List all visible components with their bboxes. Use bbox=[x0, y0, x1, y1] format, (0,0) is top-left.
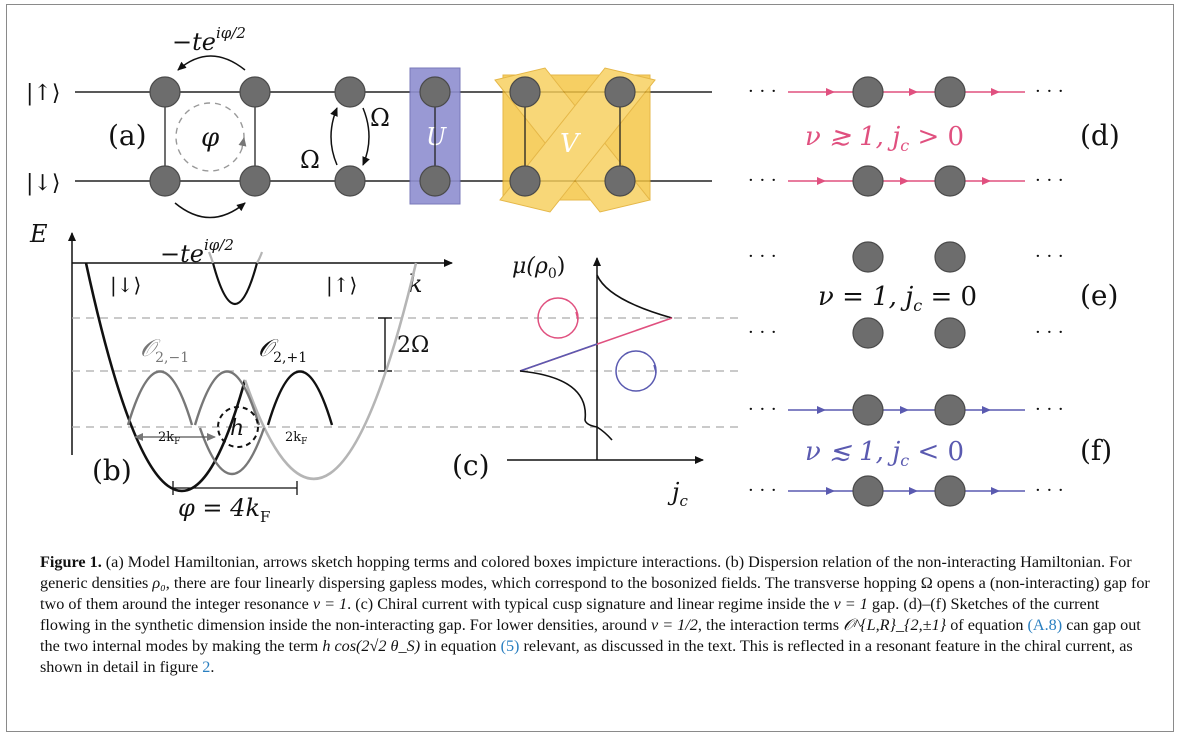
equation-link-a8[interactable]: (A.8) bbox=[1027, 616, 1063, 634]
svg-text:· · ·: · · · bbox=[1035, 246, 1064, 267]
svg-text:· · ·: · · · bbox=[748, 170, 777, 191]
op-right-arc bbox=[266, 370, 334, 426]
site-node bbox=[334, 165, 366, 197]
panel-d: · · · · · · · · · · · · ν ≳ 1, jc > 0 (d… bbox=[748, 76, 1120, 197]
hop-bottom-arrow bbox=[174, 202, 246, 219]
kf-left-label: 2kF bbox=[158, 430, 180, 447]
box-u-label: U bbox=[426, 123, 447, 151]
flux-arrow bbox=[238, 137, 247, 149]
svg-text:· · ·: · · · bbox=[1035, 170, 1064, 191]
panel-f-text: ν ≲ 1, jc < 0 bbox=[805, 437, 964, 470]
site-node bbox=[149, 165, 181, 197]
hop-top-label: −teiφ/2 bbox=[172, 24, 246, 56]
state-up-label: |↑⟩ bbox=[26, 81, 60, 106]
current-curve-lower bbox=[519, 370, 598, 428]
panel-d-label: (d) bbox=[1080, 119, 1120, 152]
panel-f-label: (f) bbox=[1080, 434, 1112, 467]
band-down-label: |↓⟩ bbox=[110, 273, 141, 298]
panel-e-label: (e) bbox=[1080, 279, 1118, 312]
axis-mu-label: μ(ρ0) bbox=[512, 254, 565, 282]
site-node bbox=[934, 241, 966, 273]
site-node bbox=[334, 76, 366, 108]
op-right-label: 𝒪2,+1 bbox=[258, 334, 307, 366]
svg-text:· · ·: · · · bbox=[748, 399, 777, 420]
site-node bbox=[934, 165, 966, 197]
kf-right-label: 2kF bbox=[285, 430, 307, 447]
site-node bbox=[852, 165, 884, 197]
site-node bbox=[934, 475, 966, 507]
svg-text:· · ·: · · · bbox=[1035, 322, 1064, 343]
site-node bbox=[604, 165, 636, 197]
omega-right-arrow bbox=[362, 107, 370, 166]
panel-e-text: ν = 1, jc = 0 bbox=[818, 282, 977, 315]
panel-b-label: (b) bbox=[92, 454, 132, 487]
panel-c-label: (c) bbox=[452, 449, 490, 482]
band-up-grey bbox=[243, 262, 418, 481]
panel-c: μ(ρ0) jc (c) bbox=[452, 254, 704, 510]
svg-text:· · ·: · · · bbox=[1035, 81, 1064, 102]
hole-label: h bbox=[230, 416, 244, 441]
site-node bbox=[852, 76, 884, 108]
panel-f: · · · · · · · · · · · · ν ≲ 1, jc < 0 (f… bbox=[748, 394, 1112, 507]
svg-text:· · ·: · · · bbox=[748, 322, 777, 343]
svg-text:· · ·: · · · bbox=[748, 480, 777, 501]
panel-d-text: ν ≳ 1, jc > 0 bbox=[805, 122, 964, 155]
op-left-label: 𝒪2,−1 bbox=[140, 334, 189, 366]
op-left-arc bbox=[126, 370, 194, 426]
figure-link-2[interactable]: 2 bbox=[202, 658, 211, 676]
site-node bbox=[149, 76, 181, 108]
equation-link-5[interactable]: (5) bbox=[500, 637, 520, 655]
site-node bbox=[509, 165, 541, 197]
panel-e: · · · · · · · · · · · · ν = 1, jc = 0 (e… bbox=[748, 241, 1118, 349]
site-node bbox=[852, 394, 884, 426]
svg-text:· · ·: · · · bbox=[748, 81, 777, 102]
figure-label: Figure 1. bbox=[40, 553, 102, 571]
site-node bbox=[852, 475, 884, 507]
figure-frame bbox=[6, 4, 1174, 732]
omega-left-label: Ω bbox=[300, 146, 320, 174]
site-node bbox=[934, 394, 966, 426]
axis-e-label: E bbox=[29, 220, 48, 248]
flux-label: φ bbox=[201, 123, 220, 153]
panel-b: E k 2Ω 2kF 2kF h 𝒪2,−1 𝒪2,+1 |↓⟩ bbox=[29, 220, 740, 526]
axis-j-label: jc bbox=[667, 478, 688, 510]
omega-left-arrow bbox=[330, 107, 338, 166]
site-node bbox=[934, 317, 966, 349]
panel-a: V U φ −teiφ/2 −teiφ/2 Ω Ω bbox=[26, 24, 712, 268]
figure-caption: Figure 1. (a) Model Hamiltonian, arrows … bbox=[40, 553, 1150, 676]
current-curve-upper bbox=[596, 274, 673, 319]
circulation-pink bbox=[537, 297, 579, 339]
site-node bbox=[239, 165, 271, 197]
svg-text:· · ·: · · · bbox=[1035, 399, 1064, 420]
box-v-label: V bbox=[560, 129, 581, 159]
hole-circle bbox=[217, 406, 259, 448]
site-node bbox=[419, 165, 451, 197]
svg-text:· · ·: · · · bbox=[1035, 480, 1064, 501]
site-node bbox=[239, 76, 271, 108]
site-node bbox=[852, 317, 884, 349]
gap-label: 2Ω bbox=[397, 333, 429, 358]
band-up-label: |↑⟩ bbox=[326, 273, 357, 298]
state-down-label: |↓⟩ bbox=[26, 171, 60, 196]
flux-circle bbox=[175, 102, 245, 172]
site-node bbox=[509, 76, 541, 108]
band-upper-black bbox=[211, 262, 259, 306]
figure-1: V U φ −teiφ/2 −teiφ/2 Ω Ω bbox=[26, 24, 1120, 526]
site-node bbox=[419, 76, 451, 108]
panel-a-label: (a) bbox=[108, 119, 147, 152]
site-node bbox=[934, 76, 966, 108]
phi-label: φ = 4kF bbox=[178, 494, 270, 526]
svg-text:· · ·: · · · bbox=[748, 246, 777, 267]
omega-right-label: Ω bbox=[370, 104, 390, 132]
site-node bbox=[604, 76, 636, 108]
hop-top-arrow bbox=[177, 55, 246, 71]
site-node bbox=[852, 241, 884, 273]
current-linear-blue bbox=[519, 343, 598, 372]
